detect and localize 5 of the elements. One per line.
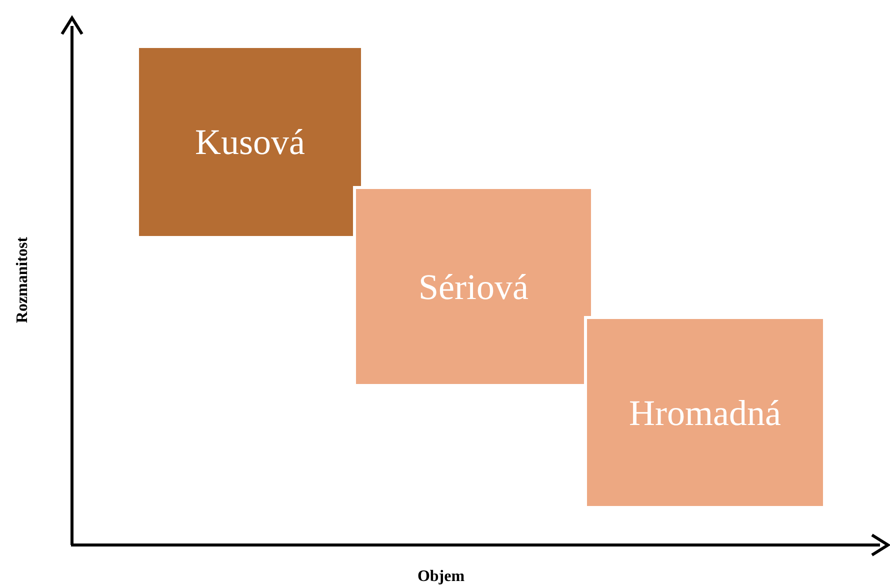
category-box: Kusová xyxy=(136,45,364,239)
category-box: Sériová xyxy=(353,186,594,387)
axis-title: Rozmanitost xyxy=(15,236,31,324)
category-box: Hromadná xyxy=(584,316,826,509)
axis-title: Objem xyxy=(417,569,465,585)
